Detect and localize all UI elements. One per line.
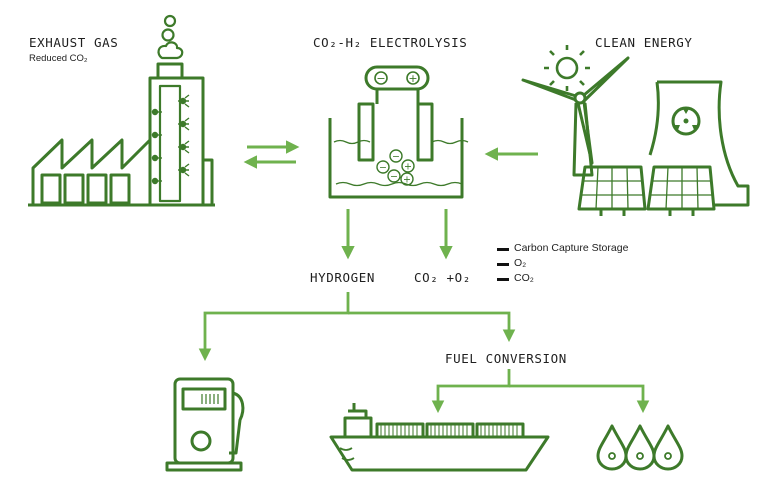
fuel-pump-icon bbox=[165, 377, 245, 472]
legend-marker bbox=[497, 263, 509, 266]
electrolysis-cell-icon bbox=[328, 65, 469, 199]
scrubber-nozzles bbox=[151, 94, 190, 185]
electrode-terminals bbox=[374, 71, 420, 85]
hydrogen-distribution-lines bbox=[198, 292, 650, 414]
legend-item-o2: O₂ bbox=[514, 257, 527, 269]
solar-panel-icon bbox=[575, 165, 716, 216]
ion-sign: − bbox=[390, 172, 398, 183]
radiation-symbol bbox=[674, 107, 698, 131]
positive-terminal-sign: + bbox=[408, 72, 417, 85]
reduced-co2-subtitle: Reduced CO₂ bbox=[29, 53, 88, 64]
ion-sign: − bbox=[392, 152, 400, 163]
legend-item-co2: CO₂ bbox=[514, 272, 534, 284]
exhaust-gas-title: EXHAUST GAS bbox=[29, 35, 119, 50]
hydrogen-label: HYDROGEN bbox=[310, 270, 376, 285]
ion-bubbles bbox=[376, 149, 415, 186]
electrolysis-title: CO₂-H₂ ELECTROLYSIS bbox=[313, 35, 468, 50]
clean-energy-title: CLEAN ENERGY bbox=[595, 35, 693, 50]
factory-icon bbox=[28, 14, 215, 207]
legend-marker bbox=[497, 248, 509, 251]
exchange-arrows bbox=[243, 140, 300, 169]
ion-sign: + bbox=[403, 175, 411, 186]
fuel-conversion-label: FUEL CONVERSION bbox=[445, 351, 567, 366]
co2-o2-label: CO₂ +O₂ bbox=[414, 270, 471, 285]
legend-marker bbox=[497, 278, 509, 281]
nuclear-plant-icon bbox=[648, 80, 750, 207]
output-arrows bbox=[341, 209, 453, 260]
ion-sign: + bbox=[404, 162, 412, 173]
drop-centers bbox=[608, 452, 672, 460]
ion-sign: − bbox=[379, 163, 387, 174]
legend-item-carbon-capture: Carbon Capture Storage bbox=[514, 242, 629, 254]
negative-terminal-sign: − bbox=[376, 72, 385, 85]
sun-icon bbox=[544, 45, 590, 91]
fuel-drops-icon bbox=[596, 424, 684, 471]
container-ship-icon bbox=[329, 403, 550, 472]
wind-turbine-icon bbox=[521, 56, 630, 177]
